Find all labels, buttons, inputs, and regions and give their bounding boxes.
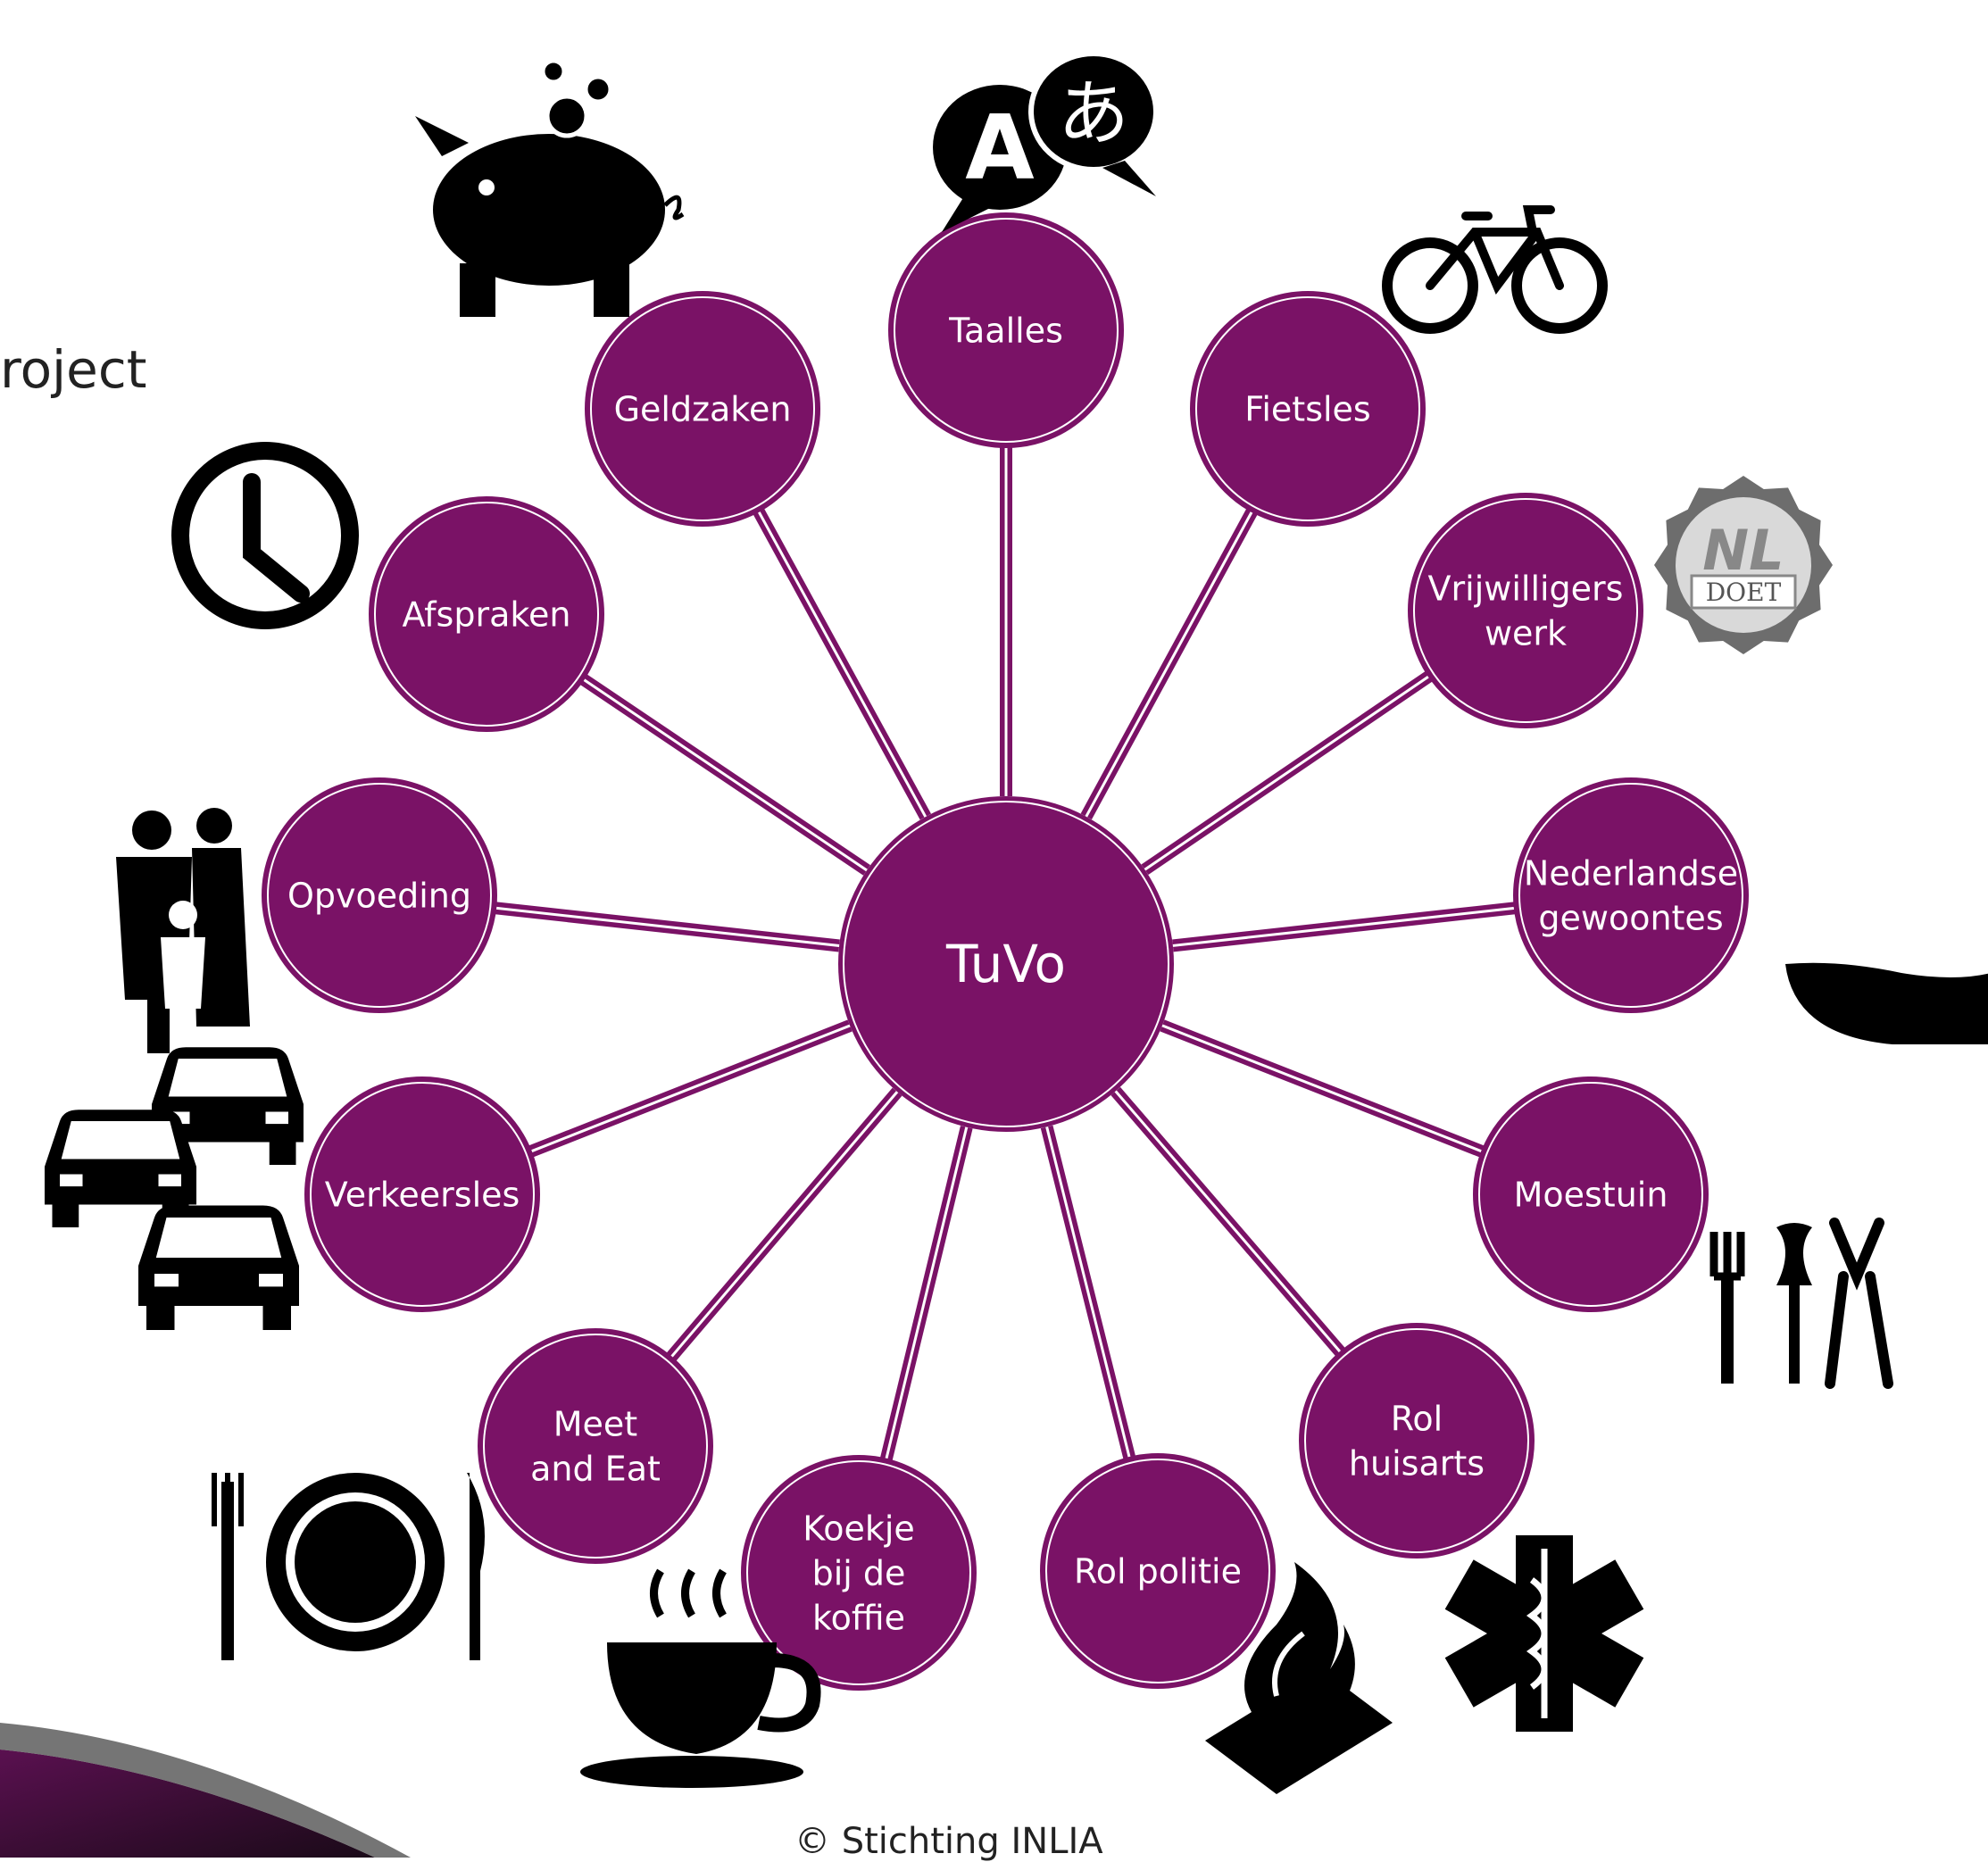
connector-inner-rol-politie [1045,1126,1131,1459]
node-label: and Eat [530,1449,661,1488]
node-ring [590,296,815,521]
wooden-clog-icon [1785,962,1988,1044]
node-circle [888,212,1124,448]
node-label: Fietsles [1244,389,1370,428]
node-label: huisarts [1349,1443,1485,1483]
node-label: Opvoeding [287,876,471,915]
svg-text:NL: NL [1702,518,1784,583]
center-label: TuVo [945,934,1066,994]
node-ring [1478,1082,1703,1307]
connector-inner-nederlandse-gewoontes [1172,906,1516,947]
center-node: TuVo [838,796,1174,1132]
node-taalles: Taalles [888,212,1124,448]
node-label: Koekje [803,1509,915,1548]
node-label: Vrijwilligers [1428,569,1624,608]
node-circle [369,496,604,732]
node-verkeersles: Verkeersles [304,1076,540,1312]
node-koekje-bij-de-koffie: Koekje bij de koffie [741,1455,977,1691]
node-geldzaken: Geldzaken [585,291,820,527]
node-ring [267,783,492,1008]
node-ring [310,1082,535,1307]
plate-cutlery-icon [212,1473,485,1660]
node-label: werk [1485,613,1567,653]
connector-inner-opvoeding [495,906,840,947]
node-moestuin: Moestuin [1473,1076,1709,1312]
node-circle [304,1076,540,1312]
node-circle [1190,291,1426,527]
node-circle [741,1455,977,1691]
family-icon [116,808,250,1053]
node-fietsles: Fietsles [1190,291,1426,527]
node-circle [585,291,820,527]
node-label: bij de [812,1553,906,1592]
node-ring [1304,1328,1529,1553]
center-ring [843,801,1169,1127]
node-label: Nederlandse [1524,853,1738,893]
medical-star-icon [1444,1535,1644,1732]
connector-inner-rol-huisarts [1114,1090,1343,1354]
node-nederlandse-gewoontes: Nederlandse gewoontes [1513,777,1749,1013]
coffee-cup-icon [580,1568,821,1788]
node-meet-and-eat: Meet and Eat [478,1328,713,1564]
node-ring [746,1460,971,1685]
corner-decoration [0,1723,411,1858]
connector-inner-fietsles [1085,510,1254,818]
node-label: gewoontes [1538,898,1723,937]
node-ring [1045,1459,1270,1683]
node-ring [1413,498,1638,723]
node-circle [1473,1076,1709,1312]
node-label: Geldzaken [614,389,792,428]
svg-text:あ: あ [1058,72,1129,155]
footer-copyright: © Stichting INLIA [794,1821,1103,1862]
svg-text:DOET: DOET [1706,578,1782,607]
node-label: Meet [553,1404,637,1443]
node-label: Rol politie [1074,1551,1242,1591]
clock-icon [171,442,359,629]
node-label: koffie [812,1598,905,1637]
node-circle [1513,777,1749,1013]
connector-inner-koekje-bij-de-koffie [885,1126,969,1460]
node-ring [483,1334,708,1559]
connector-inner-moestuin [1161,1024,1484,1153]
node-ring [1518,783,1743,1008]
node-label: Moestuin [1514,1175,1668,1214]
node-ring [894,218,1119,443]
node-label: Taalles [948,311,1063,350]
node-ring [374,502,599,727]
piggy-bank-icon [415,58,685,317]
center-circle [838,796,1174,1132]
node-afspraken: Afspraken [369,496,604,732]
svg-text:A: A [965,96,1034,200]
side-text: roject [0,339,147,400]
connector-inner-verkeersles [529,1024,851,1153]
node-ring [1195,296,1420,521]
node-label: Afspraken [403,594,571,634]
connector-inner-meet-and-eat [670,1091,899,1359]
garden-tools-icon [1709,1218,1893,1389]
node-rol-politie: Rol politie [1040,1453,1276,1689]
node-circle [478,1328,713,1564]
bicycle-icon [1382,205,1608,334]
node-vrijwilligerswerk: Vrijwilligers werk [1408,493,1643,728]
police-flame-icon [1205,1562,1393,1794]
node-label: Rol [1391,1399,1443,1438]
node-opvoeding: Opvoeding [262,777,497,1013]
node-circle [1299,1323,1535,1559]
node-circle [1040,1453,1276,1689]
node-rol-huisarts: Rol huisarts [1299,1323,1535,1559]
connector-inner-geldzaken [757,510,927,818]
node-label: Verkeersles [325,1175,520,1214]
connector-inner-vrijwilligerswerk [1144,674,1431,871]
connector-lines [494,446,1517,1462]
node-circle [262,777,497,1013]
node-circle [1408,493,1643,728]
connector-inner-afspraken [581,677,868,872]
cars-traffic-icon [45,1047,304,1330]
